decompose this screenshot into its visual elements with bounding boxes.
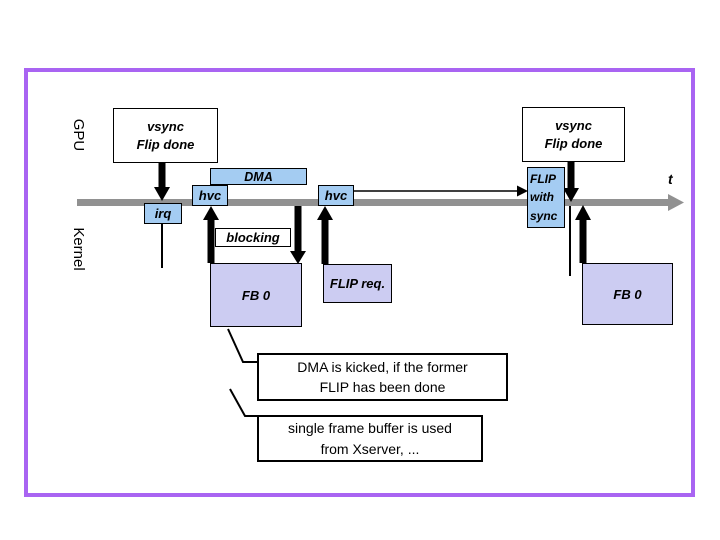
dma-box: DMA: [210, 168, 307, 185]
fb0-box-right: FB 0: [582, 263, 673, 325]
irq-box: irq: [144, 203, 182, 224]
vsync-flip-done-box-left: vsync Flip done: [113, 108, 218, 163]
vsync-flip-done-box-right: vsync Flip done: [522, 107, 625, 162]
time-axis-label: t: [668, 171, 673, 187]
hvc-box-left: hvc: [192, 185, 228, 206]
hvc-box-right: hvc: [318, 185, 354, 206]
gpu-lane-label: GPU: [70, 118, 88, 152]
flip-with-sync-box: FLIP with sync: [527, 167, 565, 228]
callout-single-fb: single frame buffer is used from Xserver…: [257, 415, 483, 462]
kernel-lane-label: Kernel: [70, 227, 88, 271]
flip-req-box: FLIP req.: [323, 264, 392, 303]
callout-dma-kicked: DMA is kicked, if the former FLIP has be…: [257, 353, 508, 401]
blocking-box: blocking: [215, 228, 291, 247]
fb0-box-left: FB 0: [210, 263, 302, 327]
